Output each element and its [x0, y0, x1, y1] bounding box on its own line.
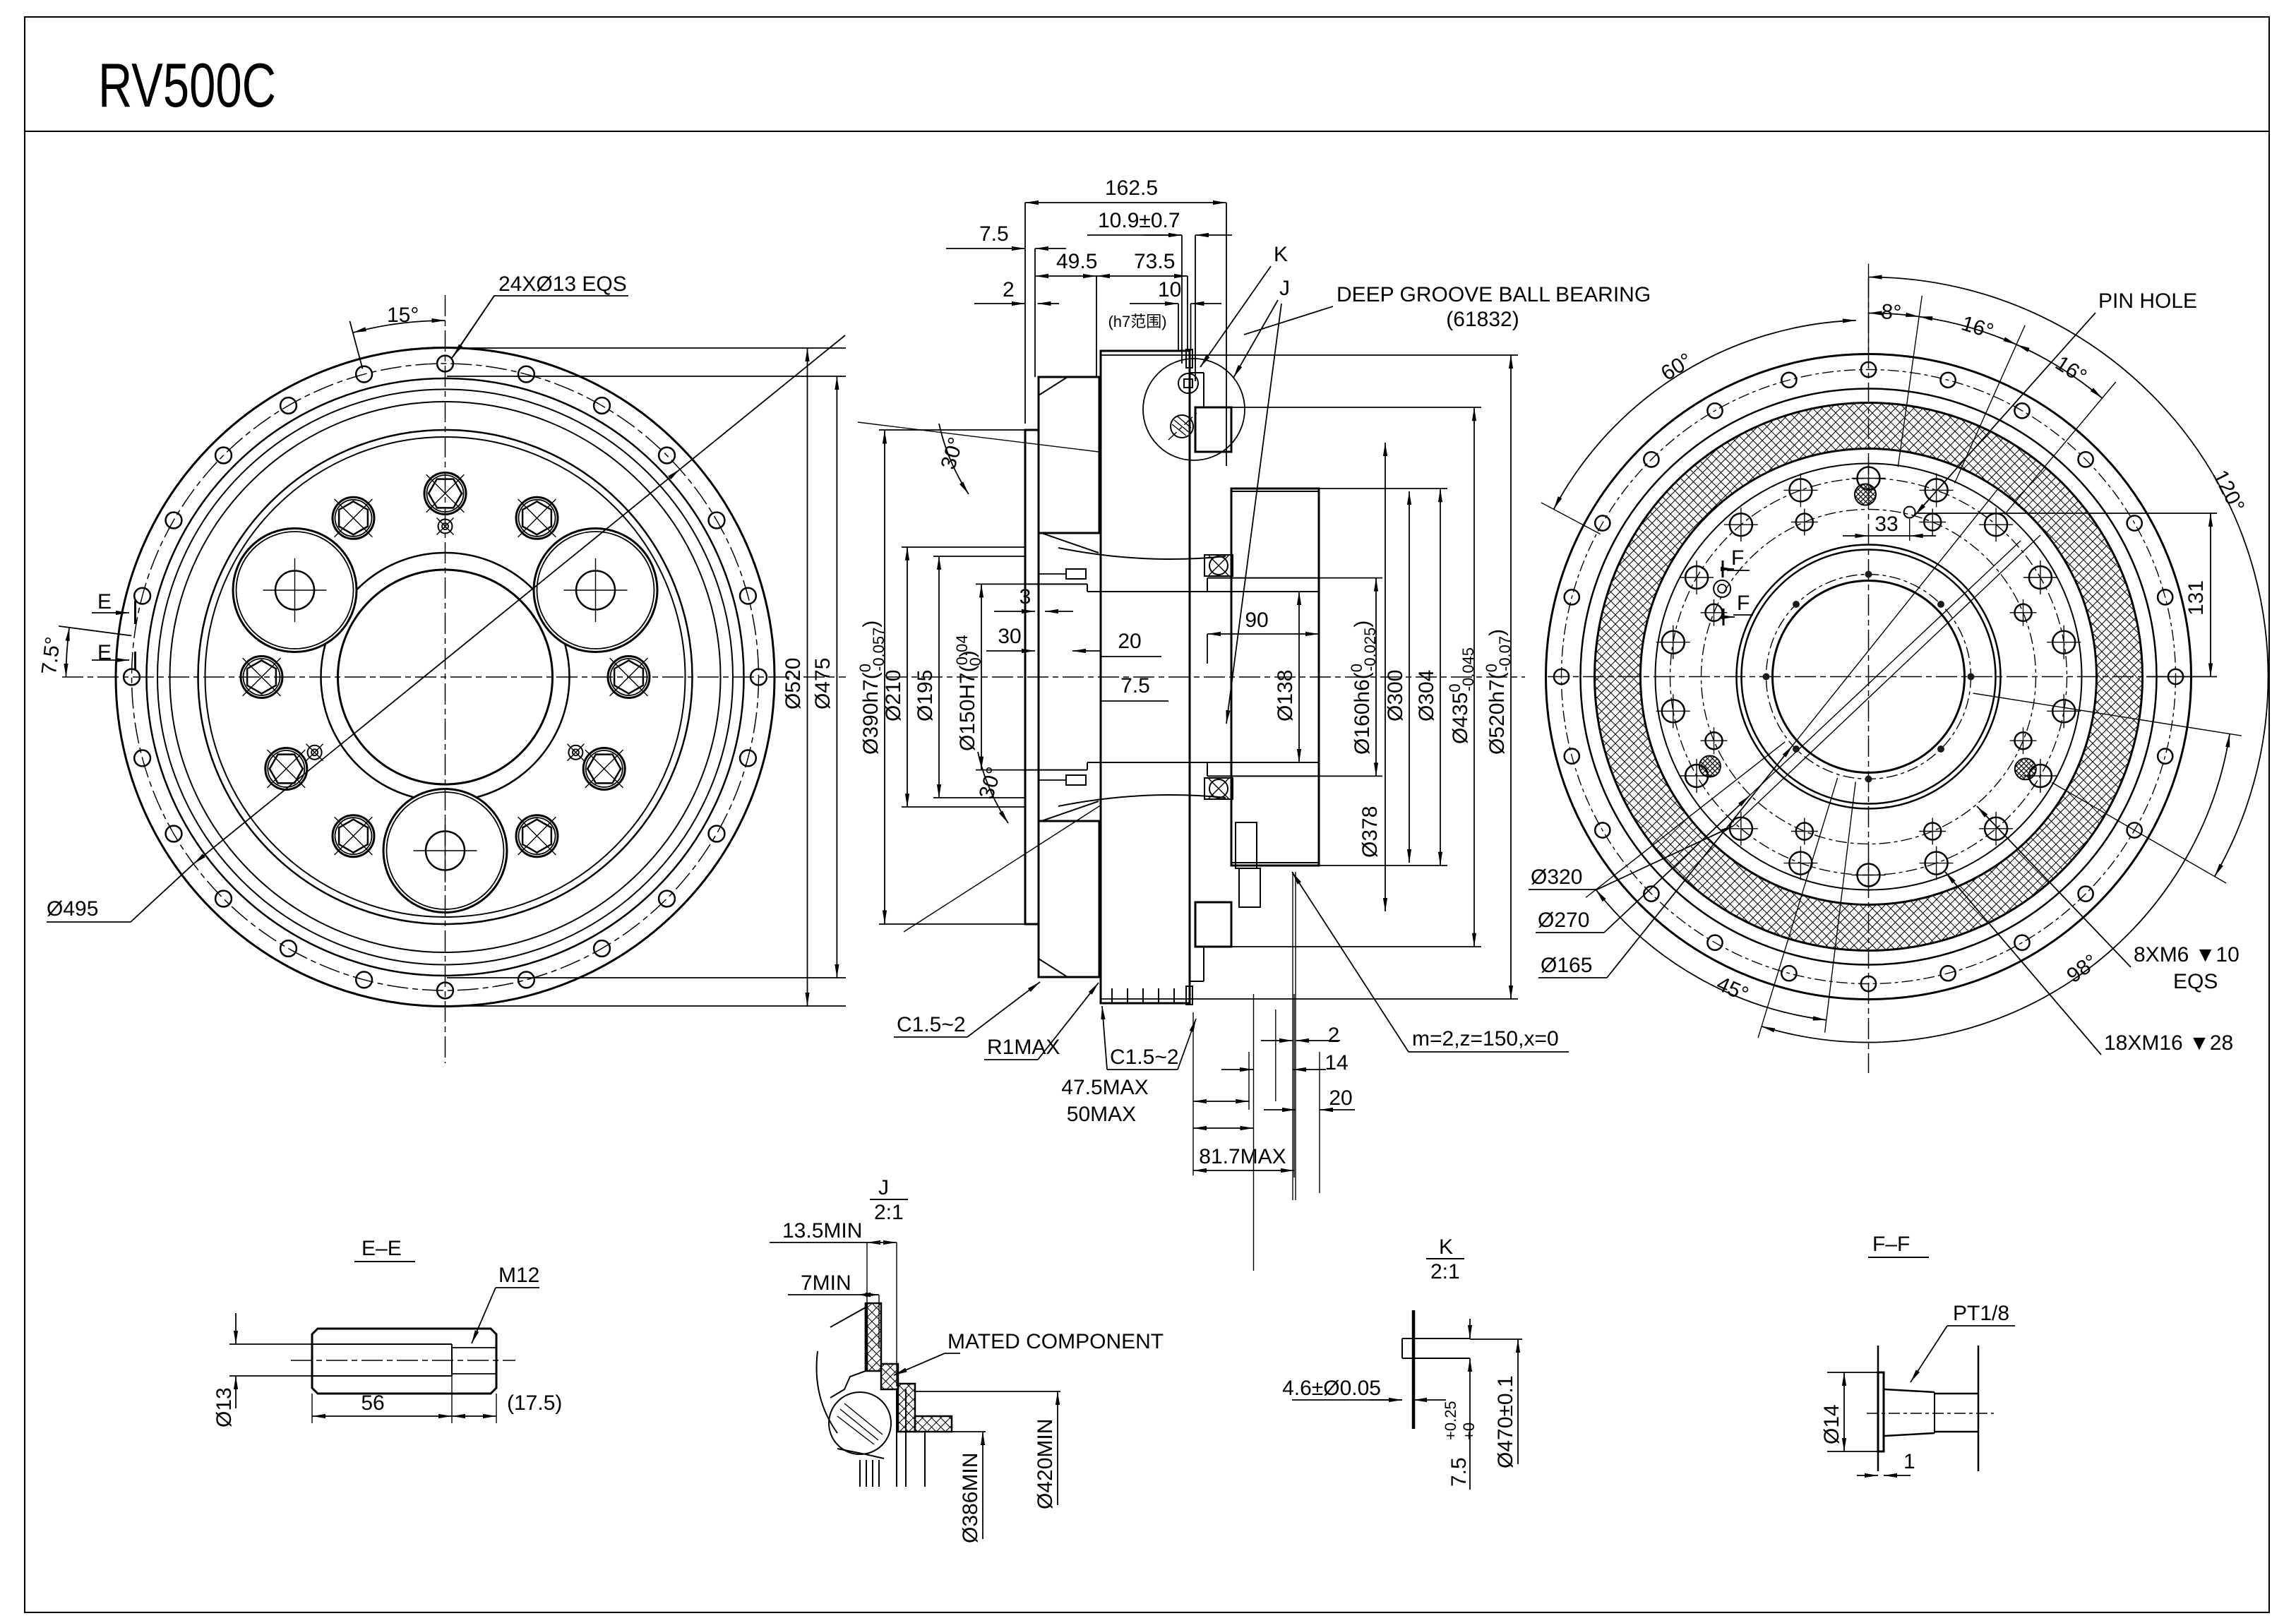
- svg-text:7MIN: 7MIN: [801, 1271, 851, 1295]
- svg-text:C1.5~2: C1.5~2: [1110, 1046, 1179, 1069]
- svg-text:24XØ13 EQS: 24XØ13 EQS: [498, 273, 627, 296]
- svg-text:2: 2: [1003, 278, 1015, 301]
- svg-text:Ø165: Ø165: [1541, 954, 1592, 977]
- svg-text:56: 56: [361, 1391, 384, 1415]
- svg-text:F–F: F–F: [1872, 1233, 1910, 1256]
- svg-text:Ø495: Ø495: [47, 897, 98, 921]
- svg-text:Ø14: Ø14: [1820, 1404, 1843, 1444]
- svg-text:Ø13: Ø13: [213, 1387, 236, 1427]
- svg-text:Ø470±0.1: Ø470±0.1: [1494, 1375, 1517, 1468]
- svg-text:Ø390h7(0-0.057): Ø390h7(0-0.057): [856, 621, 887, 755]
- svg-text:Ø304: Ø304: [1415, 670, 1438, 721]
- svg-text:1: 1: [1903, 1450, 1915, 1473]
- svg-text:Ø475: Ø475: [811, 658, 835, 709]
- svg-text:Ø150H7(0.040): Ø150H7(0.040): [953, 635, 984, 751]
- svg-text:Ø320: Ø320: [1531, 866, 1582, 889]
- svg-text:DEEP GROOVE BALL BEARING: DEEP GROOVE BALL BEARING: [1337, 283, 1651, 306]
- svg-text:F: F: [1731, 546, 1744, 570]
- svg-text:14: 14: [1325, 1051, 1348, 1074]
- svg-text:Ø378: Ø378: [1358, 806, 1382, 858]
- svg-text:7.5: 7.5: [979, 222, 1009, 246]
- svg-text:K: K: [1439, 1235, 1453, 1259]
- svg-text:E–E: E–E: [361, 1237, 402, 1260]
- svg-text:(17.5): (17.5): [507, 1391, 562, 1415]
- svg-text:F: F: [1737, 592, 1750, 615]
- svg-text:MATED COMPONENT: MATED COMPONENT: [947, 1330, 1164, 1353]
- svg-text:M12: M12: [498, 1264, 539, 1287]
- svg-text:13.5MIN: 13.5MIN: [782, 1219, 862, 1242]
- svg-text:J: J: [878, 1176, 889, 1199]
- svg-text:(61832): (61832): [1446, 308, 1519, 331]
- svg-text:8°: 8°: [1880, 300, 1902, 325]
- svg-text:(h7范围): (h7范围): [1108, 313, 1166, 330]
- svg-text:Ø138: Ø138: [1274, 670, 1297, 721]
- svg-text:7.5: 7.5: [1447, 1457, 1471, 1487]
- svg-text:PT1/8: PT1/8: [1953, 1302, 2009, 1325]
- svg-text:2:1: 2:1: [1430, 1260, 1460, 1283]
- svg-text:m=2,z=150,x=0: m=2,z=150,x=0: [1412, 1027, 1559, 1050]
- svg-text:C1.5~2: C1.5~2: [897, 1013, 966, 1036]
- svg-text:R1MAX: R1MAX: [987, 1036, 1060, 1059]
- svg-text:20: 20: [1118, 630, 1141, 653]
- svg-text:7.5: 7.5: [1120, 674, 1150, 697]
- svg-text:EQS: EQS: [2173, 970, 2218, 993]
- svg-text:E: E: [97, 590, 112, 613]
- svg-text:73.5: 73.5: [1134, 250, 1175, 273]
- svg-text:4.6±Ø0.05: 4.6±Ø0.05: [1282, 1377, 1381, 1400]
- svg-text:7.5°: 7.5°: [37, 635, 65, 676]
- svg-text:10.9±0.7: 10.9±0.7: [1098, 209, 1180, 232]
- svg-text:162.5: 162.5: [1105, 176, 1158, 200]
- svg-text:+0: +0: [1460, 1423, 1478, 1440]
- svg-text:J: J: [1279, 277, 1290, 300]
- svg-text:PIN HOLE: PIN HOLE: [2098, 289, 2197, 313]
- svg-text:10: 10: [1158, 278, 1181, 301]
- svg-text:Ø300: Ø300: [1384, 670, 1407, 721]
- svg-text:K: K: [1274, 243, 1288, 266]
- svg-text:2:1: 2:1: [874, 1201, 904, 1224]
- svg-text:50MAX: 50MAX: [1067, 1103, 1136, 1126]
- svg-text:Ø195: Ø195: [914, 670, 937, 721]
- svg-text:RV500C: RV500C: [98, 50, 276, 120]
- svg-text:2: 2: [1328, 1024, 1340, 1047]
- svg-text:Ø210: Ø210: [882, 670, 905, 721]
- svg-text:3: 3: [1020, 585, 1032, 609]
- svg-text:20: 20: [1329, 1086, 1352, 1110]
- svg-text:18XM16 ▼28: 18XM16 ▼28: [2104, 1031, 2233, 1055]
- svg-text:Ø270: Ø270: [1538, 909, 1589, 932]
- svg-text:131: 131: [2184, 580, 2208, 616]
- svg-text:+0.25: +0.25: [1442, 1401, 1459, 1440]
- svg-text:Ø420MIN: Ø420MIN: [1034, 1419, 1057, 1509]
- svg-text:Ø520: Ø520: [782, 658, 805, 709]
- svg-text:81.7MAX: 81.7MAX: [1199, 1145, 1286, 1168]
- svg-text:Ø386MIN: Ø386MIN: [959, 1453, 982, 1543]
- svg-text:47.5MAX: 47.5MAX: [1061, 1076, 1148, 1099]
- svg-text:E: E: [97, 641, 112, 664]
- svg-text:90: 90: [1245, 609, 1268, 632]
- svg-text:30: 30: [998, 625, 1021, 648]
- svg-text:49.5: 49.5: [1056, 250, 1097, 273]
- svg-text:8XM6 ▼10: 8XM6 ▼10: [2134, 943, 2240, 966]
- svg-text:33: 33: [1875, 513, 1898, 536]
